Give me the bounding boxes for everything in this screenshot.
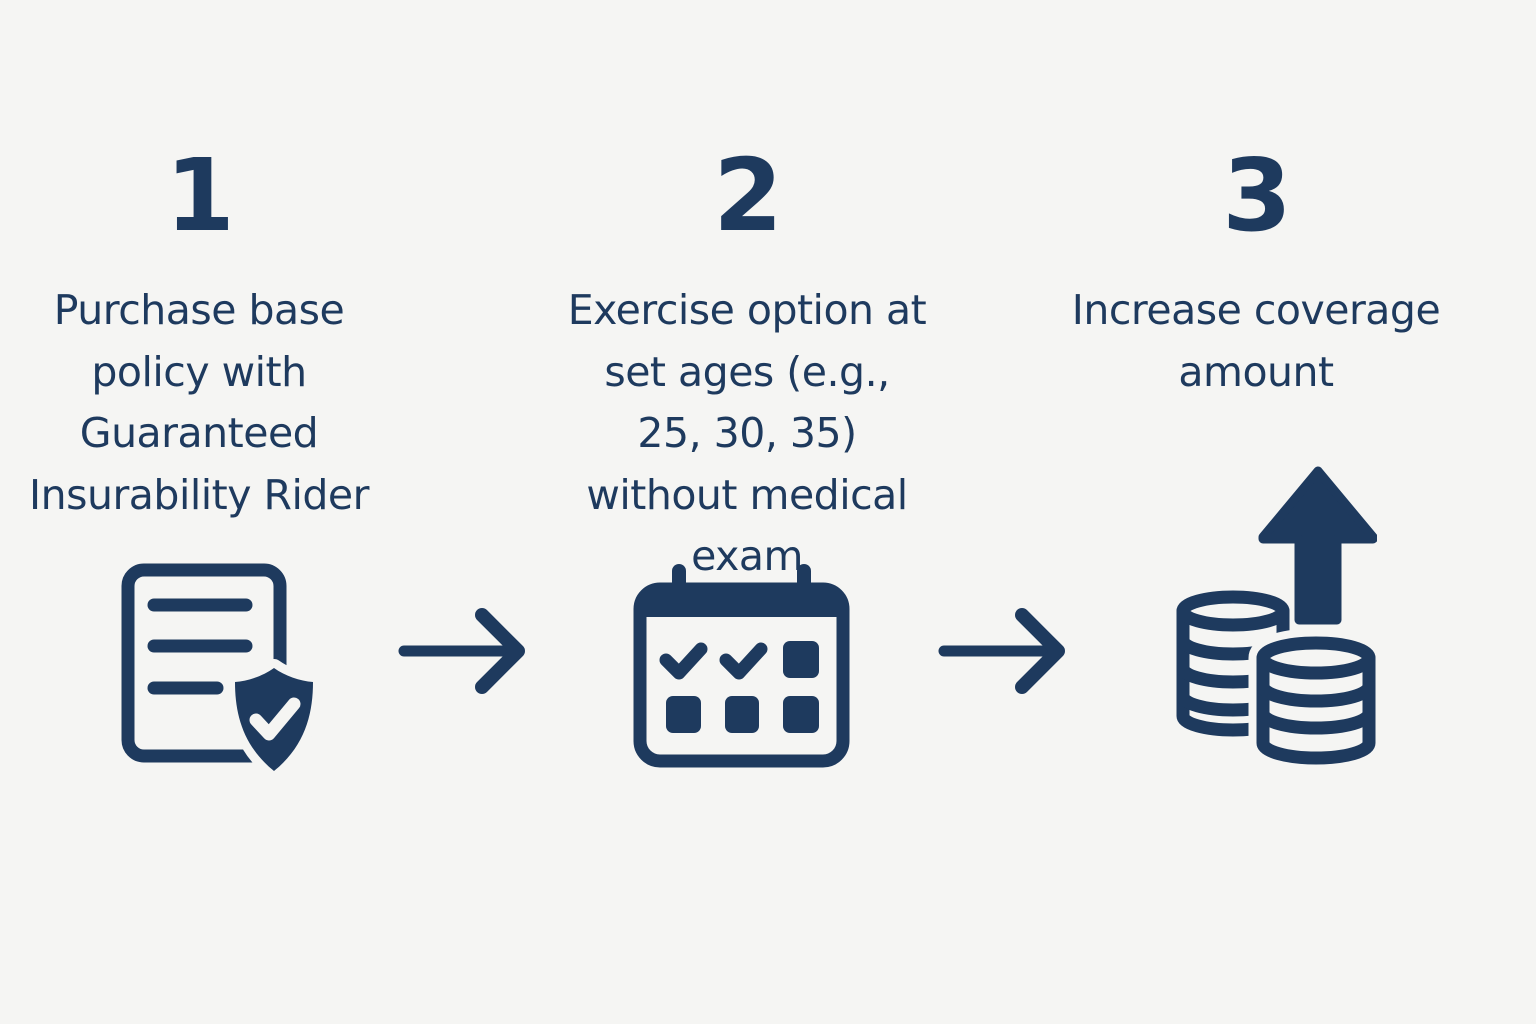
step-2-number: 2	[713, 137, 783, 254]
step-1: 1 Purchase base policy with Guaranteed I…	[0, 0, 398, 1024]
step-1-label-line: Insurability Rider	[29, 470, 369, 519]
step-2-label-line: 25, 30, 35)	[637, 409, 857, 457]
step-3-label-line: amount	[1178, 347, 1334, 396]
calendar-checklist-icon	[633, 563, 850, 768]
step-2-label-line: Exercise option at	[567, 286, 927, 334]
coins-up-arrow-icon	[1172, 466, 1384, 773]
flow-arrow-1	[397, 601, 527, 701]
step-3-number: 3	[1222, 137, 1292, 254]
coins-up-arrow-icon	[1176, 466, 1384, 773]
step-2-label-line: without medical exam	[586, 470, 908, 581]
right-arrow-icon	[398, 608, 525, 694]
step-2-label-line: set ages (e.g.,	[604, 347, 890, 396]
step-1-label: Purchase base policy with Guaranteed Ins…	[0, 280, 398, 526]
step-2-label: Exercise option at set ages (e.g., 25, 3…	[547, 280, 947, 588]
step-1-label-line: policy with	[91, 347, 307, 396]
policy-document-shield-check-icon	[121, 563, 322, 780]
flow-arrow-2	[937, 601, 1067, 701]
step-3-label-line: Increase coverage	[1071, 286, 1441, 334]
calendar-checklist-icon	[633, 564, 850, 768]
step-1-label-line: Purchase base	[53, 286, 345, 334]
step-3: 3 Increase coverage amount	[1056, 0, 1456, 1024]
step-3-label: Increase coverage amount	[1056, 280, 1456, 403]
step-2: 2 Exercise option at set ages (e.g., 25,…	[547, 0, 947, 1024]
step-1-label-line: Guaranteed	[79, 409, 319, 457]
policy-document-shield-check-icon	[120, 560, 322, 780]
right-arrow-icon	[938, 608, 1065, 694]
step-1-number: 1	[165, 137, 235, 254]
